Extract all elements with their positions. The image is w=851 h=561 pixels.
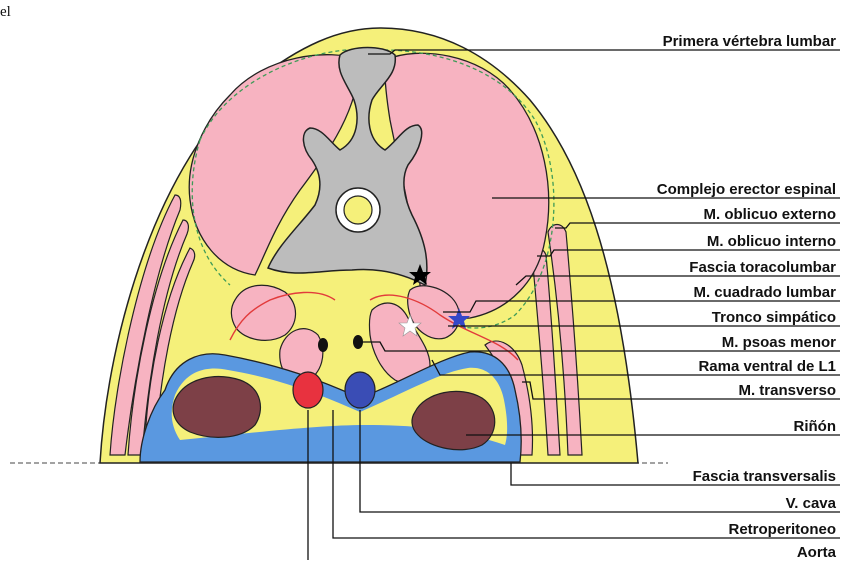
label-primera-vertebra-lumbar: Primera vértebra lumbar (663, 33, 837, 50)
label-tronco-simpatico: Tronco simpático (712, 309, 836, 326)
rinon-left (173, 377, 260, 438)
label-rinon: Riñón (794, 418, 837, 435)
label-m-oblicuo-externo: M. oblicuo externo (703, 206, 836, 223)
label-rama-ventral-l1: Rama ventral de L1 (698, 358, 836, 375)
tronco-simpatico-left (318, 338, 328, 352)
rinon-right (412, 391, 495, 449)
label-complejo-erector-espinal: Complejo erector espinal (657, 181, 836, 198)
label-fascia-toracolumbar: Fascia toracolumbar (689, 259, 836, 276)
label-m-transverso: M. transverso (738, 382, 836, 399)
cuadrado-lumbar-left (231, 285, 295, 340)
spinal-cord (344, 196, 372, 224)
label-aorta: Aorta (797, 544, 837, 561)
label-m-cuadrado-lumbar: M. cuadrado lumbar (693, 284, 836, 301)
aorta (293, 372, 323, 408)
label-fascia-transversalis: Fascia transversalis (693, 468, 836, 485)
vena-cava (345, 372, 375, 408)
label-v-cava: V. cava (786, 495, 837, 512)
label-m-oblicuo-interno: M. oblicuo interno (707, 233, 836, 250)
label-retroperitoneo: Retroperitoneo (728, 521, 836, 538)
label-m-psoas-menor: M. psoas menor (722, 334, 836, 351)
